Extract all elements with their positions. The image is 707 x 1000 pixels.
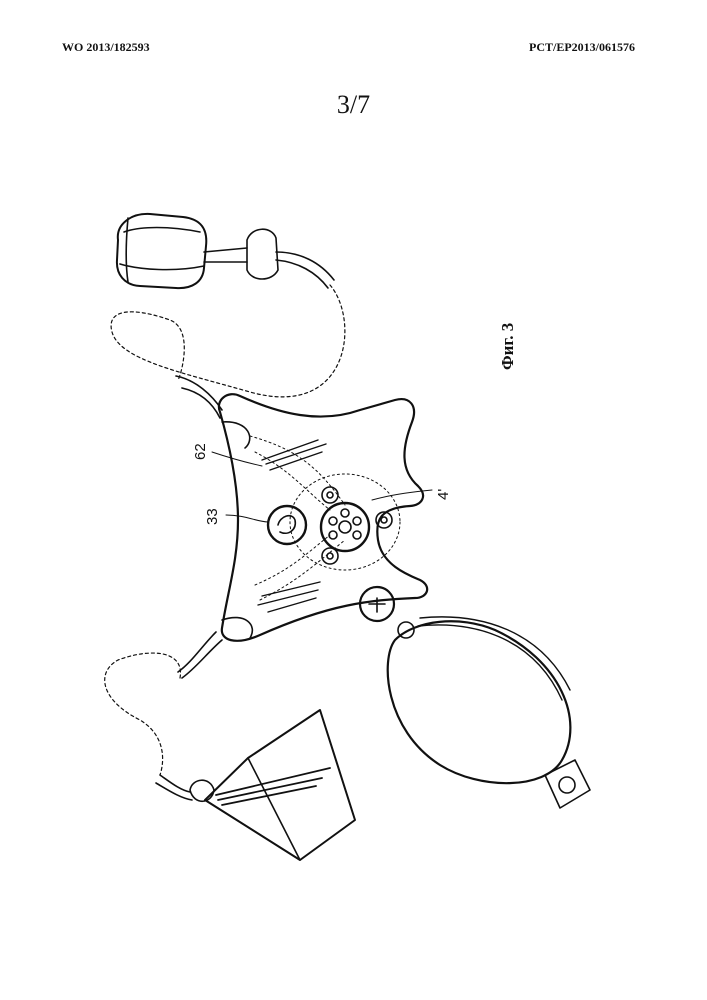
- figure-caption: Фиг. 3: [498, 323, 517, 370]
- cone-attachment: [156, 710, 355, 860]
- upper-hose: [176, 376, 222, 418]
- ref-4-prime: 4': [435, 489, 452, 500]
- port-33: [268, 506, 306, 544]
- ref-33: 33: [204, 508, 221, 525]
- leader-62: [212, 452, 262, 466]
- upper-tube-dashed: [111, 285, 345, 397]
- top-cushion: [117, 214, 334, 288]
- ref-62: 62: [192, 443, 209, 460]
- lower-hose: [178, 632, 222, 678]
- leader-33: [226, 515, 268, 522]
- squeeze-bulb: [388, 617, 590, 808]
- lower-tube-dashed: [105, 653, 181, 775]
- valve-port: [360, 587, 414, 638]
